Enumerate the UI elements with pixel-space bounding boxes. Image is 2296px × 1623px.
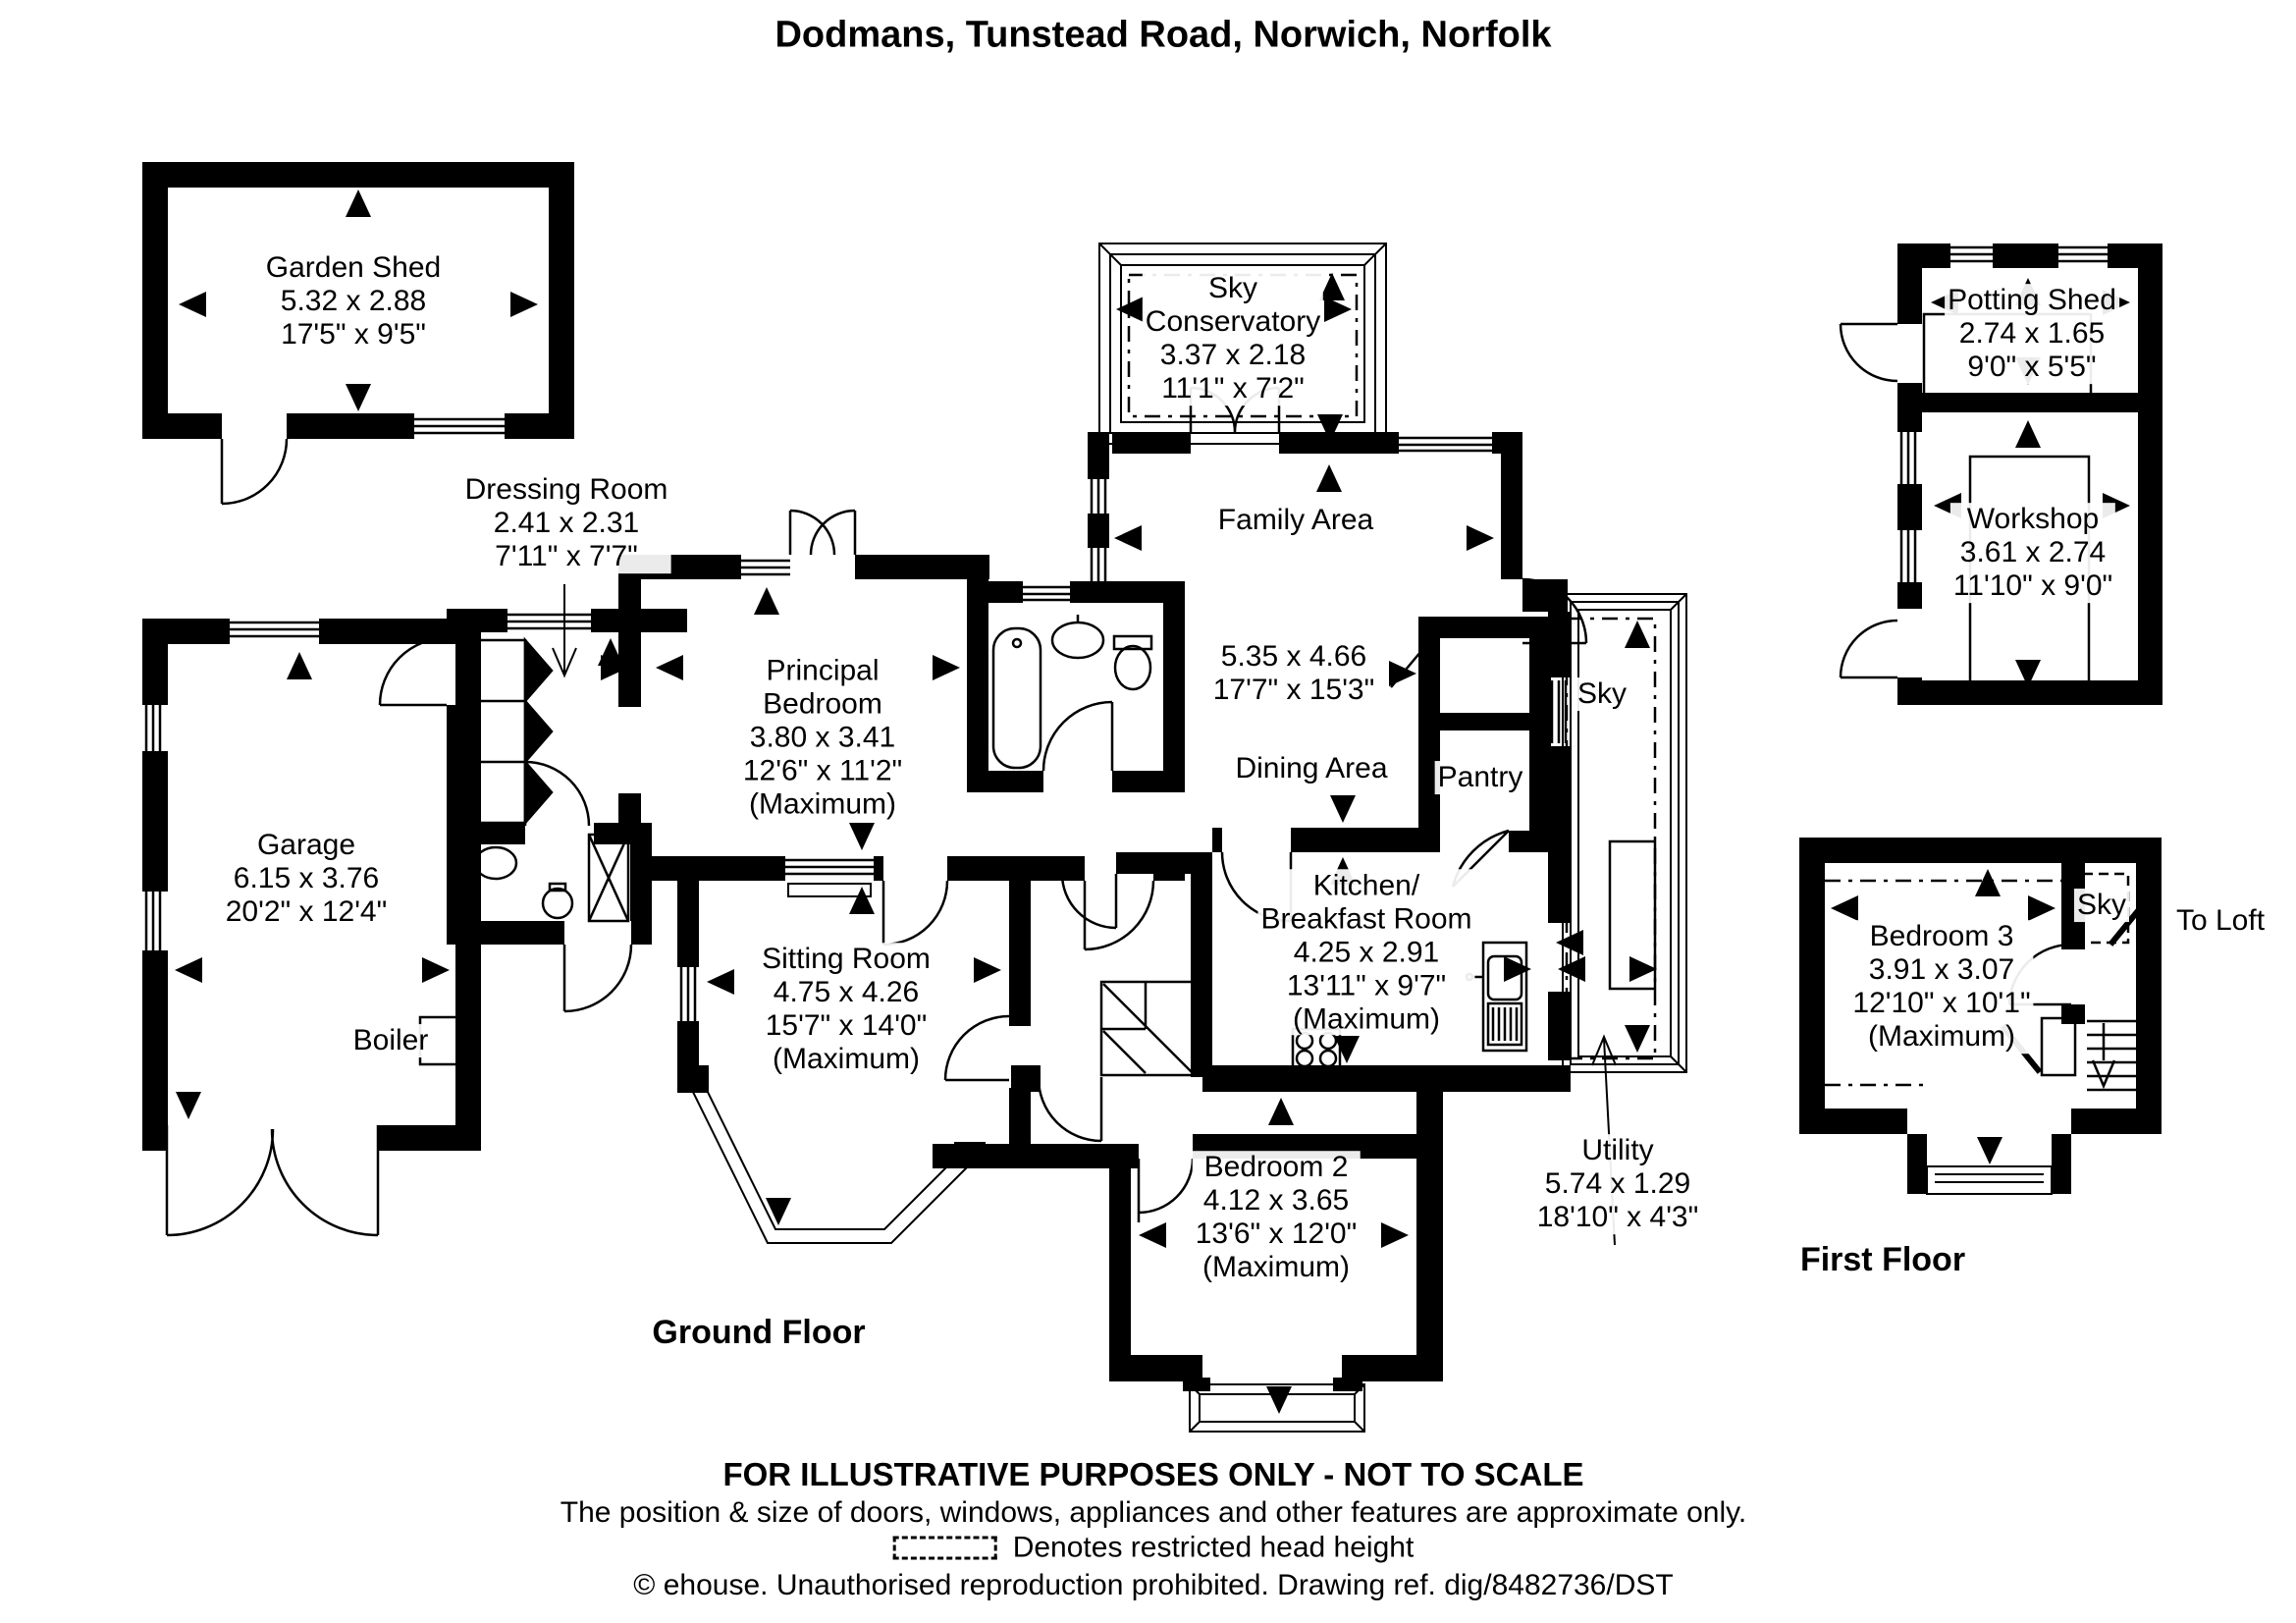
footer-copyright: © ehouse. Unauthorised reproduction proh… [633,1569,1674,1601]
room-label-sky-first: Sky [2073,889,2130,922]
footer-disclaimer-approx: The position & size of doors, windows, a… [560,1496,1747,1529]
room-label-boiler: Boiler [349,1024,432,1057]
bath-icon [991,626,1042,770]
windows-layer [144,245,2108,1021]
toilet-icon [1112,634,1153,691]
basin-icon [541,882,574,920]
room-label-family-area: Family Area [1214,504,1377,537]
stairs-icon [2000,890,2157,1092]
floor-title-ground: Ground Floor [652,1313,866,1351]
room-label-dining-area: Dining Area [1232,752,1391,785]
restricted-head-height-legend-icon [892,1536,997,1560]
annotation-to-loft: To Loft [2172,904,2269,938]
footer-legend: Denotes restricted head height [892,1532,1414,1568]
stairs-icon [1099,980,1197,1077]
room-label-pantry: Pantry [1434,761,1526,794]
room-label-sky-ground: Sky [1574,677,1630,711]
floor-title-first: First Floor [1799,1240,1966,1278]
basin-icon [1050,615,1105,660]
counter-icon [1608,839,1657,991]
glazing-layer [686,243,2053,1433]
doors-layer [165,322,2072,1237]
page-title: Dodmans, Tunstead Road, Norwich, Norfolk [774,14,1552,56]
shower-icon [587,833,630,923]
toilet-icon [459,844,518,882]
sink-icon [1465,941,1528,1053]
footer-disclaimer-scale: FOR ILLUSTRATIVE PURPOSES ONLY - NOT TO … [722,1456,1584,1492]
